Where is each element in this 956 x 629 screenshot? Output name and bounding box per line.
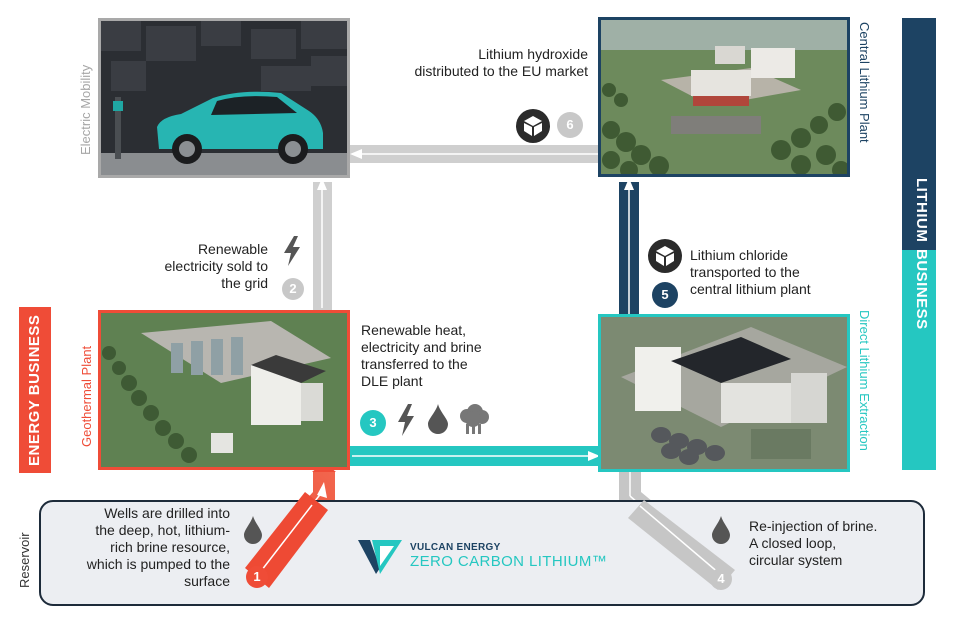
step-3-line-2: electricity and brine <box>361 339 482 355</box>
arrow-brine-extraction-lower <box>245 492 328 588</box>
step-3-line-1: Renewable heat, <box>361 322 467 338</box>
step-1-badge: 1 <box>246 566 268 588</box>
dle-plant-image <box>601 317 847 469</box>
step-2-text: Renewable electricity sold to the grid <box>130 241 268 292</box>
arrow-renewable-electricity <box>313 178 332 310</box>
step-3-text: Renewable heat, electricity and brine tr… <box>361 322 521 390</box>
dle-plant-photo <box>598 314 850 472</box>
step-4-line-1: Re-injection of brine. <box>749 518 878 534</box>
step-3-line-4: DLE plant <box>361 373 423 389</box>
droplet-icon <box>244 516 262 544</box>
step-5-badge: 5 <box>652 282 678 308</box>
arrow-lithium-hydroxide <box>350 145 600 163</box>
step-5-line-3: central lithium plant <box>690 281 811 297</box>
step-2-line-3: the grid <box>221 275 268 291</box>
step-1-line-1: Wells are drilled into <box>104 505 230 521</box>
electric-mobility-photo <box>98 18 350 178</box>
droplet-icon <box>428 404 448 434</box>
step-5-line-1: Lithium chloride <box>690 247 789 263</box>
step-4-line-2: A closed loop, <box>749 535 837 551</box>
electric-car-image <box>101 21 347 175</box>
lightning-icon <box>398 404 414 436</box>
step-4-text: Re-injection of brine. A closed loop, ci… <box>749 518 919 569</box>
steam-cloud-icon <box>460 404 489 434</box>
step-1-line-3: rich brine resource, <box>110 539 230 555</box>
step-2-line-1: Renewable <box>197 241 268 257</box>
step-6-line-1: Lithium hydroxide <box>478 46 588 62</box>
central-plant-image <box>601 20 847 174</box>
vulcan-logo-icon <box>358 540 402 574</box>
step-4-line-3: circular system <box>749 552 843 568</box>
energy-business-bar <box>19 307 51 473</box>
arrow-heat-brine-transfer <box>350 446 600 466</box>
arrow-lithium-chloride <box>619 178 639 316</box>
step-4-badge: 4 <box>710 568 732 590</box>
step-5-line-2: transported to the <box>690 264 800 280</box>
step-3-badge: 3 <box>360 410 386 436</box>
logo-tagline: ZERO CARBON LITHIUM™ <box>410 553 608 570</box>
droplet-icon <box>712 516 730 544</box>
step-1-line-5: surface <box>184 573 230 589</box>
lightning-icon <box>284 236 300 266</box>
lithium-business-bar-top <box>902 18 936 250</box>
step-5-text: Lithium chloride transported to the cent… <box>690 247 850 298</box>
step-1-text: Wells are drilled into the deep, hot, li… <box>70 505 230 590</box>
step-1-line-4: which is pumped to the <box>86 556 230 572</box>
geothermal-plant-photo <box>98 310 350 470</box>
box-icon <box>516 109 550 143</box>
step-2-badge: 2 <box>282 278 304 300</box>
lithium-business-bar-bottom <box>902 250 936 470</box>
central-lithium-plant-photo <box>598 17 850 177</box>
step-6-badge: 6 <box>557 112 583 138</box>
reservoir-panel <box>39 500 925 606</box>
step-6-line-2: distributed to the EU market <box>414 63 588 79</box>
step-1-line-2: the deep, hot, lithium- <box>95 522 230 538</box>
step-3-line-3: transferred to the <box>361 356 468 372</box>
step-2-line-2: electricity sold to <box>164 258 268 274</box>
geothermal-plant-image <box>101 313 347 467</box>
logo-brand: VULCAN ENERGY <box>410 542 501 553</box>
step-6-text: Lithium hydroxide distributed to the EU … <box>380 46 588 80</box>
box-icon <box>648 239 682 273</box>
